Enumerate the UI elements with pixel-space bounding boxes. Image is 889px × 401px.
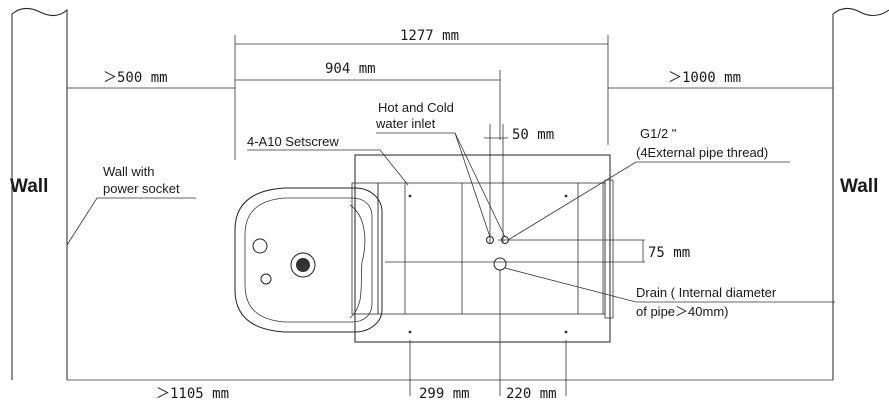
drain-callout-line1: Drain ( Internal diameter xyxy=(636,285,777,300)
drain-offset-label: 75 mm xyxy=(648,245,690,261)
drain-callout-line2: of pipe＞40mm) xyxy=(636,304,728,319)
total-width-dimension: 1277 mm xyxy=(400,28,459,44)
shampoo-chair xyxy=(351,154,614,343)
callouts: 4-A10 Setscrew Hot and Cold water inlet … xyxy=(66,100,835,319)
drain-icon xyxy=(493,257,507,271)
socket-callout-line1: Wall with xyxy=(103,164,155,179)
inlet-spacing-label: 50 mm xyxy=(512,127,554,143)
bottom-left-segment: 299 mm xyxy=(419,386,470,401)
bottom-dimensions: ＞1105 mm 299 mm 220 mm xyxy=(67,270,833,401)
right-wall: Wall xyxy=(832,8,889,380)
right-clearance-dimension: ＞1000 mm xyxy=(668,70,741,86)
socket-callout-line2: power socket xyxy=(103,181,180,196)
bottom-clearance-dimension: ＞1105 mm xyxy=(156,386,229,401)
left-wall: Wall xyxy=(10,8,68,380)
inlet-callout-line1: Hot and Cold xyxy=(378,100,454,115)
right-wall-label: Wall xyxy=(840,176,878,197)
left-clearance-dimension: ＞500 mm xyxy=(103,70,168,86)
wash-basin xyxy=(234,187,383,333)
plumbing-points: 75 mm xyxy=(385,236,690,271)
thread-callout-line1: G1/2 " xyxy=(640,126,677,141)
left-wall-label: Wall xyxy=(10,176,48,197)
inlet-spacing-dimension: 50 mm xyxy=(484,124,554,243)
inlet-callout-line2: water inlet xyxy=(375,116,436,131)
setscrew-callout: 4-A10 Setscrew xyxy=(247,134,339,149)
bottom-right-segment: 220 mm xyxy=(506,386,557,401)
thread-callout-line2: (4External pipe thread) xyxy=(636,145,768,160)
top-dimensions: 1277 mm 904 mm ＞500 mm ＞1000 mm xyxy=(67,28,833,160)
inlet-distance-dimension: 904 mm xyxy=(325,61,376,77)
